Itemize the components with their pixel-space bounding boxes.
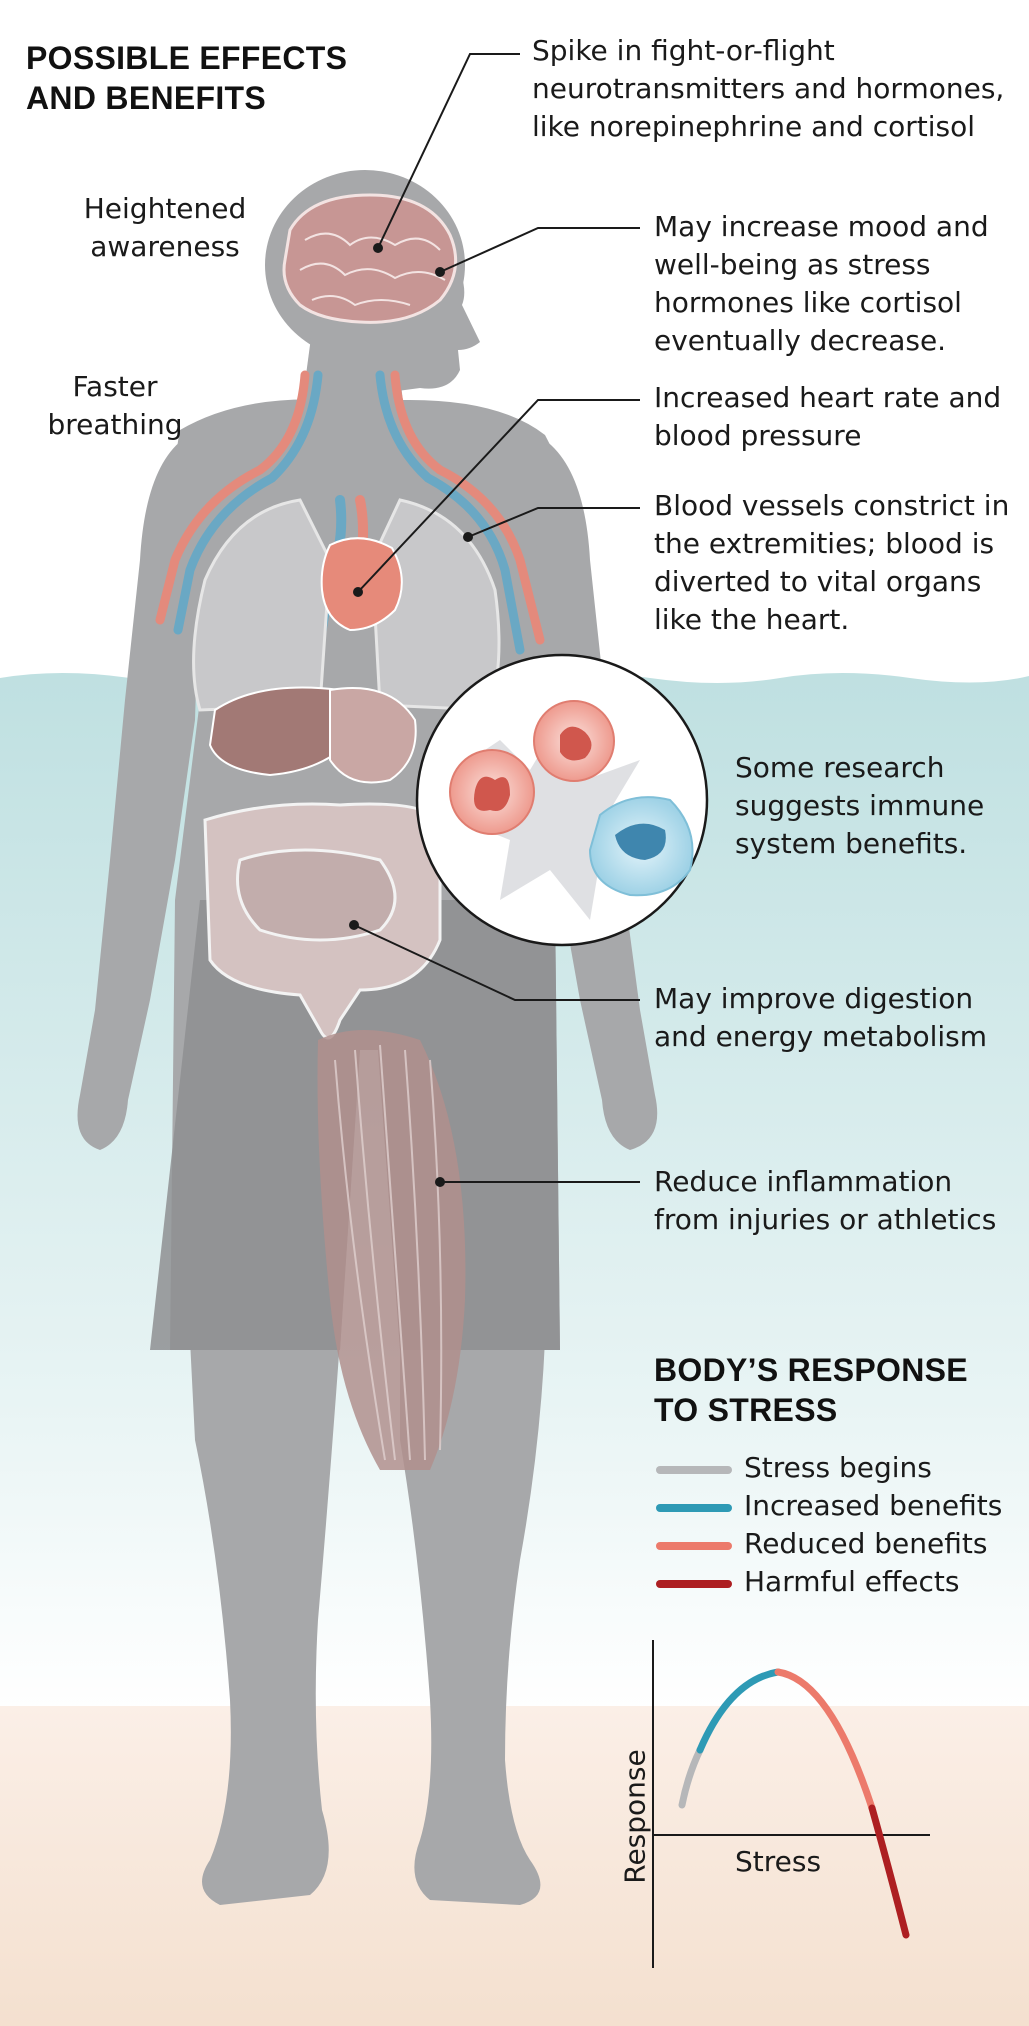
immune-cells-inset	[415, 653, 709, 947]
stress-chart	[652, 1640, 930, 1968]
legend-item-stress-begins: Stress begins	[744, 1451, 932, 1484]
callout-mood: May increase mood and well-being as stre…	[654, 210, 989, 357]
legend-item-increased-benefits: Increased benefits	[744, 1489, 1003, 1522]
curve-increased-benefits	[696, 1668, 782, 1754]
curve-reduced-benefits	[774, 1668, 876, 1812]
leader-digestion	[353, 924, 640, 1001]
callout-heart: Increased heart rate and blood pressure	[654, 381, 1002, 452]
curve-harmful-effects	[868, 1804, 910, 1939]
leader-vessels	[467, 507, 640, 538]
label-heightened-awareness: Heightened awareness	[83, 192, 247, 263]
chart-y-label: Response	[618, 1749, 652, 1884]
callout-immune: Some research suggests immune system ben…	[735, 751, 985, 860]
leader-neurotransmitters	[377, 53, 520, 249]
callout-vessels: Blood vessels constrict in the extremiti…	[654, 489, 1010, 636]
heart-organ	[320, 537, 403, 632]
legend-item-harmful-effects: Harmful effects	[744, 1565, 960, 1598]
dot-mood	[435, 267, 445, 277]
legend-swatches	[656, 1466, 732, 1588]
callout-digestion: May improve digestion and energy metabol…	[654, 982, 988, 1053]
abdomen-organs	[208, 686, 417, 784]
dot-heart	[353, 587, 363, 597]
thigh-muscles	[317, 1030, 466, 1470]
dot-vessels	[463, 532, 473, 542]
leader-lines	[349, 53, 640, 1187]
legend-item-reduced-benefits: Reduced benefits	[744, 1527, 988, 1560]
dot-neurotransmitters	[373, 243, 383, 253]
leader-mood	[439, 227, 640, 273]
curve-stress-begins	[678, 1746, 704, 1809]
dot-digestion	[349, 920, 359, 930]
dot-inflammation	[435, 1177, 445, 1187]
label-faster-breathing: Faster breathing	[47, 370, 183, 441]
brain	[282, 193, 458, 324]
page-title: POSSIBLE EFFECTS AND BENEFITS	[26, 40, 348, 116]
callout-neurotransmitters: Spike in fight-or-flight neurotransmitte…	[532, 34, 1005, 143]
leader-heart	[357, 399, 640, 593]
legend-title: BODY’S RESPONSE TO STRESS	[654, 1352, 968, 1428]
chart-x-label: Stress	[735, 1845, 822, 1878]
intestines	[203, 802, 442, 1040]
callout-inflammation: Reduce inflammation from injuries or ath…	[654, 1165, 997, 1236]
